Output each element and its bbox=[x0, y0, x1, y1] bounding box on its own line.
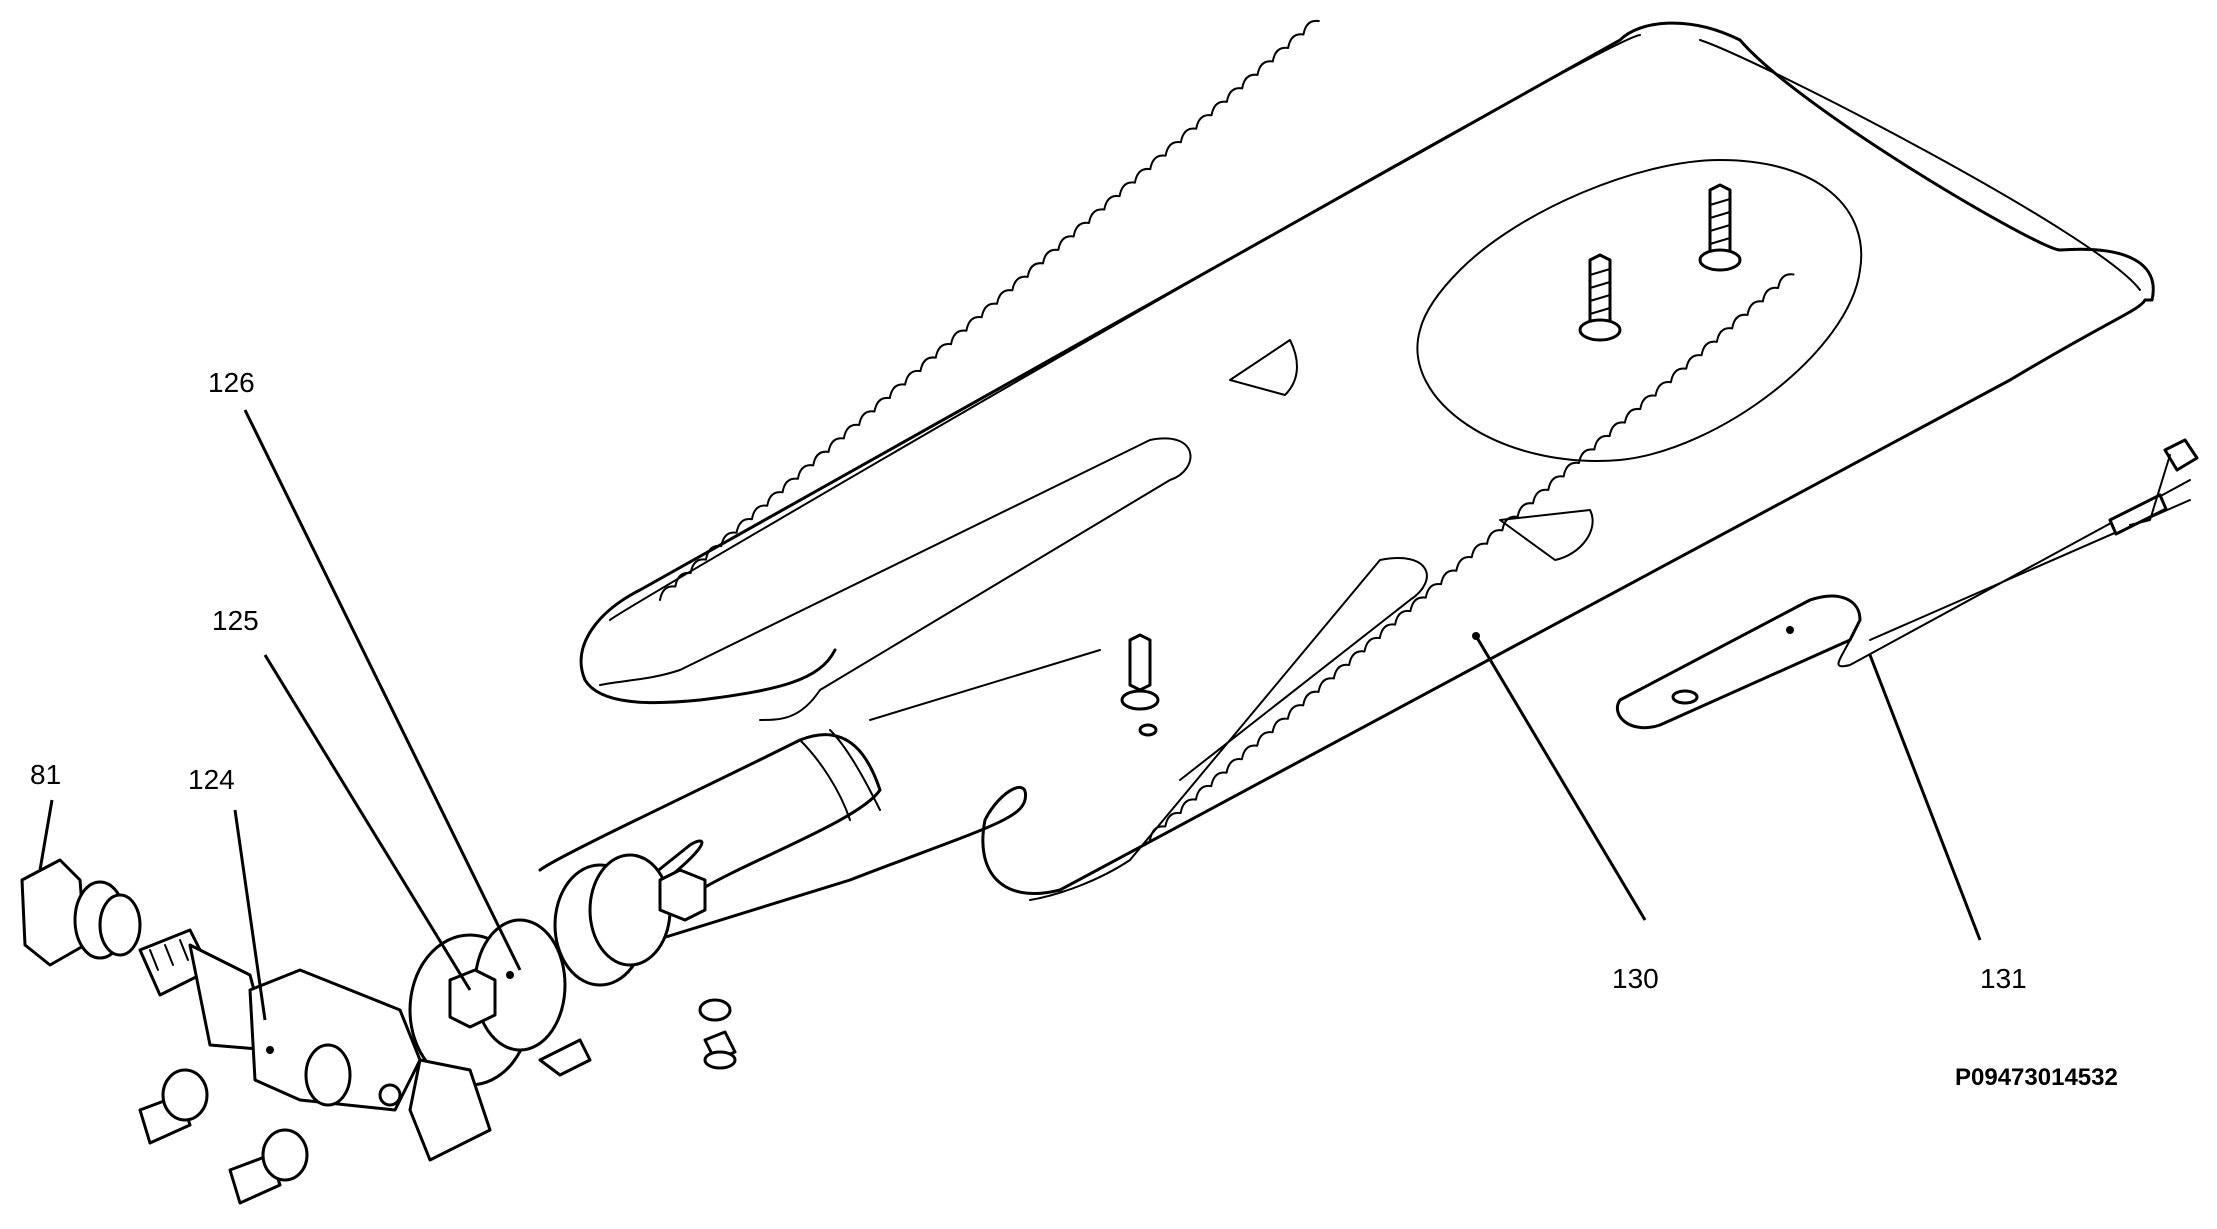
label-81: 81 bbox=[30, 759, 61, 790]
label-131: 131 bbox=[1980, 963, 2027, 994]
label-126: 126 bbox=[208, 367, 255, 398]
screw-left-1 bbox=[138, 1068, 209, 1145]
drawing-code: P09473014532 bbox=[1955, 1064, 2118, 1091]
burner-body bbox=[538, 19, 2155, 947]
plate-screw-1 bbox=[1698, 183, 1742, 272]
injector-fitting bbox=[20, 858, 272, 1052]
screw-left-2 bbox=[228, 1128, 309, 1205]
screw-center bbox=[698, 998, 737, 1070]
burner-head-assembly bbox=[408, 853, 707, 1087]
label-124: 124 bbox=[188, 764, 235, 795]
thermocouple-bracket bbox=[1616, 438, 2199, 730]
label-125: 125 bbox=[212, 605, 259, 636]
center-screw bbox=[1120, 633, 1160, 737]
plate-screw-2 bbox=[1578, 253, 1622, 342]
air-shutter-bracket bbox=[248, 968, 492, 1162]
label-130: 130 bbox=[1612, 963, 1659, 994]
leader-lines bbox=[38, 409, 1982, 1021]
